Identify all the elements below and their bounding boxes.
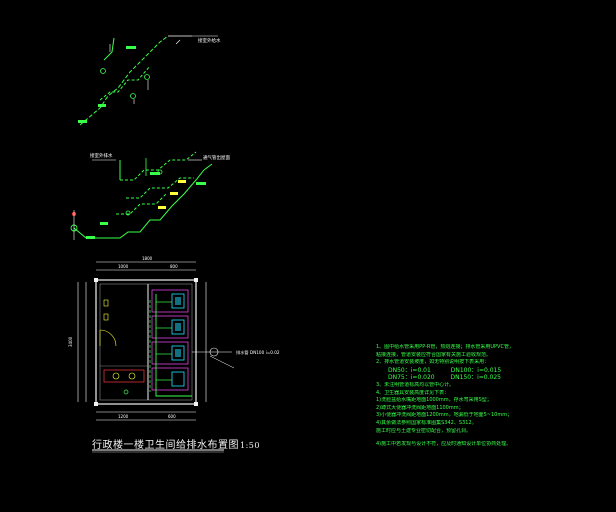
drawing-title: 行政楼一楼卫生间给排水布置图1:50 (92, 436, 260, 451)
plan-callout-text: 排水管 DN100 i=0.02 (236, 349, 280, 356)
note-slope-row-2: DN75：i=0.020 DN150：i=0.025 (376, 374, 612, 382)
dim-left-overall: 3400 (68, 336, 73, 347)
urinal-1 (103, 299, 109, 307)
note-line-1b: 粘接连接，管道安装应符合国家有关施工验收规范。 (376, 351, 492, 358)
plan-outlet-marker (209, 347, 219, 357)
drain-callout-right: 通气管出屋面 (203, 154, 230, 161)
toilet-stall-3 (151, 341, 189, 365)
dim-bottom-1: 1200 (118, 414, 129, 419)
toilet-stall-1 (151, 289, 189, 313)
supply-label-tag-2 (98, 104, 106, 107)
toilet-stall-2 (151, 315, 189, 339)
column-marker-1 (94, 278, 98, 282)
dim-top-right: 800 (170, 264, 178, 269)
supply-branch-pipe-2 (103, 37, 115, 61)
note-line-4-3: 3)小便器冲洗阀距地面1200mm，地漏低于地面5~10mm； (376, 412, 513, 419)
washbasin-1 (112, 372, 120, 380)
outer-wall (95, 279, 197, 405)
column-marker-3 (94, 402, 98, 406)
note-line-4-2: 2)蹲式大便器冲洗阀距地面1100mm； (376, 404, 464, 411)
washbasin-2 (128, 372, 136, 380)
urinal-2 (103, 313, 109, 321)
supply-label-tag-1 (126, 46, 136, 49)
column-marker-4 (194, 402, 198, 406)
note-slope-a: DN50：i=0.01 (388, 366, 431, 374)
toilet-floor-plan: 1800 1000 800 3400 1200 600 (68, 256, 280, 453)
supply-main-pipe (79, 35, 169, 126)
supply-system-isometric: 接室外给水 (78, 35, 221, 126)
supply-valve-1 (144, 74, 150, 80)
dim-bottom-2: 600 (168, 414, 176, 419)
note-slope-c: DN75：i=0.020 (388, 374, 435, 382)
note-line-3: 3、未注明管道标高均以管中心计。 (376, 381, 455, 388)
drainage-system-isometric: 接室外排水 通气管出屋面 (70, 151, 230, 240)
note-line-5: 4)施工中若发现与设计不符，应及时通知设计单位协商处理。 (376, 441, 512, 448)
drain-floor-drain (125, 210, 131, 216)
floor-drain (123, 389, 129, 395)
note-slope-d: DN150：i=0.025 (450, 374, 501, 382)
drain-trap-2 (170, 192, 178, 195)
supply-label-tag-3 (78, 120, 87, 123)
note-line-4-4: 4)其余做法参照国家标准图集S342、S312。 (376, 419, 477, 426)
door-swing (99, 329, 117, 347)
supply-valve-3 (100, 68, 106, 74)
washbasin-counter (103, 369, 145, 383)
dim-top-left: 1000 (118, 264, 129, 269)
dim-top-overall: 1800 (142, 256, 153, 261)
note-slope-b: DN100：i=0.015 (450, 366, 502, 374)
supply-branch-pipe (99, 65, 151, 101)
design-notes: 1、图中给水管采用PP-R管，热熔连接；排水管采用UPVC管， 粘接连接，管道安… (376, 344, 612, 449)
note-slope-row-1: DN50：i=0.01 DN100：i=0.015 (376, 367, 612, 375)
drain-trap-1 (178, 180, 186, 183)
supply-valve-2 (130, 93, 136, 99)
plan-leader (209, 355, 235, 369)
plan-drain-pipe (155, 294, 192, 397)
supply-callout-text: 接室外给水 (198, 37, 221, 44)
note-line-1: 1、图中给水管采用PP-R管，热熔连接；排水管采用UPVC管， (376, 344, 514, 350)
drain-callout-left: 接室外排水 (90, 152, 113, 159)
drain-main-pipe (73, 163, 213, 239)
drain-branch-2 (126, 177, 194, 199)
note-line-4: 4、卫生器具安装高度详见下表： (376, 389, 450, 396)
drawing-scale: 1:50 (240, 441, 260, 450)
drain-floor-drain-2 (157, 169, 163, 175)
drain-branch-1 (120, 151, 197, 181)
drain-tag-3 (86, 236, 95, 239)
supply-hatch (175, 39, 181, 45)
drain-tag-1 (150, 172, 160, 175)
note-line-2: 2、排水管道安装坡度，如无特别说明按下表采用： (376, 359, 490, 366)
column-marker-2 (194, 278, 198, 282)
note-line-4-5: 施工时应与土建专业密切配合，预留孔洞。 (376, 427, 472, 434)
note-line-4-1: 1)洗脸盆给水嘴距地面1000mm，存水弯采用S型； (376, 397, 492, 404)
drawing-title-text: 行政楼一楼卫生间给排水布置图 (92, 440, 239, 451)
drain-trap-3 (158, 206, 166, 209)
drain-tag-4 (196, 182, 206, 185)
drain-tag-2 (100, 222, 108, 225)
toilet-stall-4 (151, 367, 189, 391)
